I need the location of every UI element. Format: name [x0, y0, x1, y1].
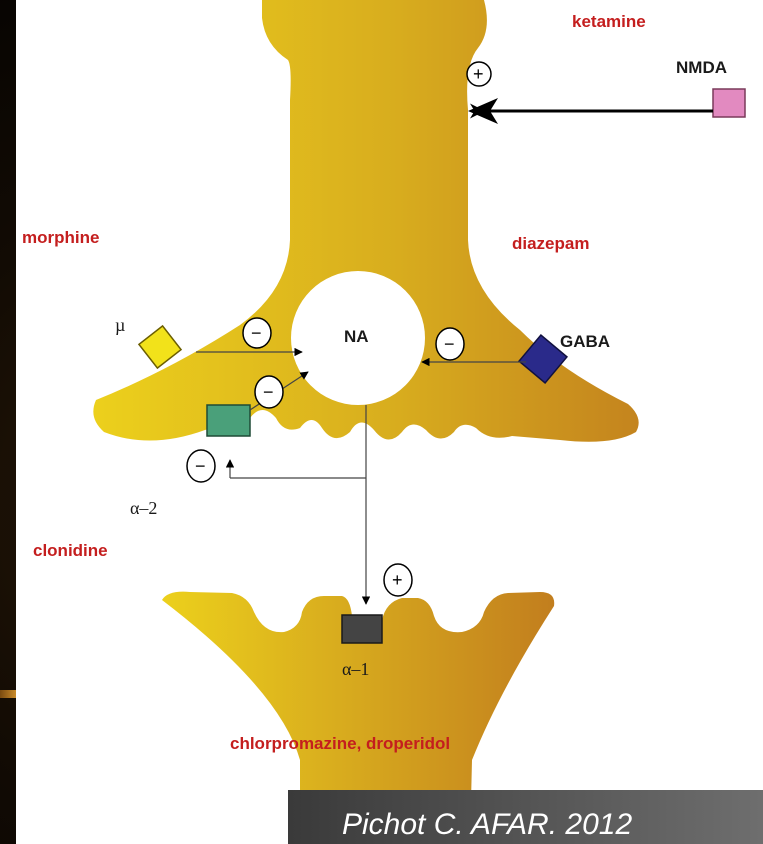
chlorpromazine-label: chlorpromazine, droperidol — [230, 734, 450, 753]
nmda-label: NMDA — [676, 58, 727, 77]
alpha1-sign: + — [392, 570, 403, 590]
alpha1-label: α–1 — [342, 659, 369, 679]
alpha1-receptor — [342, 615, 382, 643]
clonidine-label: clonidine — [33, 541, 108, 560]
nmda-sign: + — [473, 64, 484, 84]
gaba-sign: − — [444, 334, 455, 354]
alpha2-receptor — [207, 405, 250, 436]
citation: Pichot C. AFAR. 2012 — [342, 808, 632, 842]
alpha2-receptor-sign: − — [263, 382, 274, 402]
nmda-receptor — [713, 89, 745, 117]
mu-label: µ — [115, 315, 125, 335]
gaba-label: GABA — [560, 332, 610, 351]
mu-receptor — [139, 326, 181, 368]
autoreceptor-sign: − — [195, 456, 206, 476]
morphine-label: morphine — [22, 228, 99, 247]
alpha2-label: α–2 — [130, 498, 157, 518]
mu-sign: − — [251, 323, 262, 343]
diazepam-label: diazepam — [512, 234, 589, 253]
ketamine-label: ketamine — [572, 12, 646, 31]
na-label: NA — [344, 327, 369, 346]
